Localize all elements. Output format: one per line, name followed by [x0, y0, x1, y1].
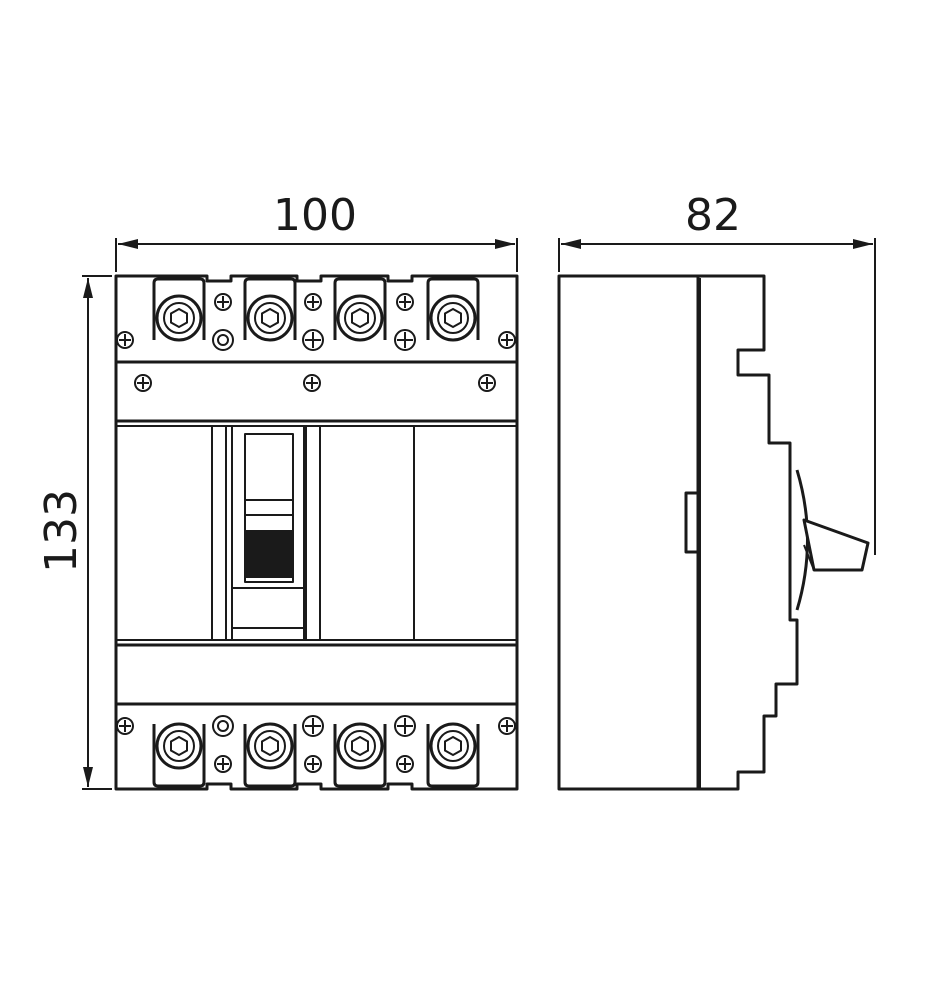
dimension-height: [82, 275, 112, 790]
screw-icon: [478, 374, 496, 392]
screw-icon: [302, 329, 324, 351]
ring-icon: [212, 715, 234, 737]
screw-icon: [394, 715, 416, 737]
terminal-top-3: [333, 277, 387, 342]
ring-icon: [212, 329, 234, 351]
side-view-body: [557, 274, 700, 791]
toggle-handle-frame: [231, 425, 305, 641]
screw-icon: [116, 717, 134, 735]
terminal-top-4: [426, 277, 480, 342]
toggle-lever-base: [795, 469, 809, 611]
dimension-width: [115, 238, 518, 272]
screw-icon: [394, 329, 416, 351]
bottom-terminals: [152, 722, 480, 788]
top-terminals: [152, 277, 480, 342]
screw-icon: [214, 755, 232, 773]
terminal-bottom-2: [243, 722, 297, 788]
screw-icon: [396, 755, 414, 773]
screw-icon: [498, 717, 516, 735]
front-view: [114, 274, 519, 791]
toggle-lever: [802, 518, 870, 572]
front-view-outline: [114, 274, 519, 791]
dimension-depth-label: 82: [685, 190, 741, 241]
side-view: [557, 274, 870, 791]
screw-icon: [134, 374, 152, 392]
screw-icon: [304, 293, 322, 311]
dimension-width-label: 100: [273, 190, 357, 241]
terminal-top-2: [243, 277, 297, 342]
toggle-handle-grip: [245, 530, 293, 578]
dimension-height-label: 133: [36, 489, 87, 573]
screw-icon: [116, 331, 134, 349]
screw-icon: [304, 755, 322, 773]
terminal-bottom-3: [333, 722, 387, 788]
screw-icon: [302, 715, 324, 737]
screw-icon: [396, 293, 414, 311]
screw-icon: [214, 293, 232, 311]
terminal-bottom-4: [426, 722, 480, 788]
screw-icons: [116, 293, 516, 773]
terminal-top-1: [152, 277, 206, 342]
screw-icon: [498, 331, 516, 349]
terminal-bottom-1: [152, 722, 206, 788]
toggle-handle: [244, 433, 294, 583]
side-view-cover: [684, 274, 799, 791]
screw-icon: [303, 374, 321, 392]
dimension-depth: [558, 238, 876, 555]
